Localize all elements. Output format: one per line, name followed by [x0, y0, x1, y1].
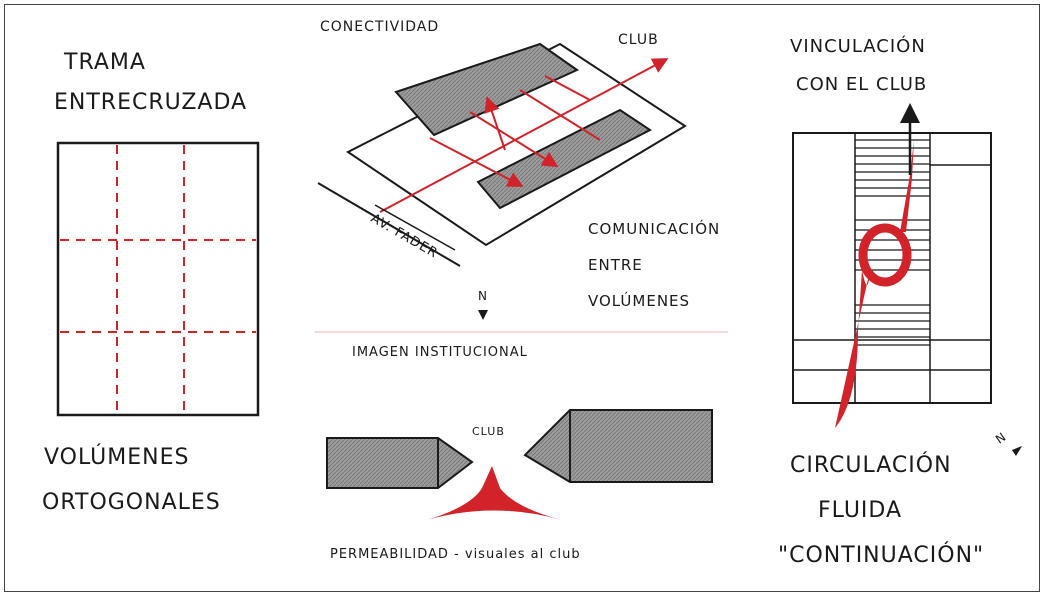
imagen-institucional-title: IMAGEN INSTITUCIONAL	[352, 345, 528, 360]
club-label-top: CLUB	[618, 32, 659, 48]
conectividad-title: CONECTIVIDAD	[320, 19, 440, 35]
vinculacion-title-line2: CON EL CLUB	[796, 74, 928, 95]
connectivity-diagram	[317, 42, 687, 267]
circulation-plan	[792, 103, 992, 428]
volumenes-caption-line1: VOLÚMENES	[44, 445, 190, 470]
vinculacion-title-line1: VINCULACIÓN	[790, 36, 926, 57]
north-label-center: N	[478, 289, 488, 303]
north-arrow-center	[478, 310, 488, 320]
orthogonal-grid	[56, 141, 260, 417]
volume-b	[476, 108, 652, 210]
volumenes-caption-line2: ORTOGONALES	[42, 490, 221, 515]
club-label-bottom: CLUB	[472, 425, 505, 438]
comunicacion-line3: VOLÚMENES	[588, 292, 691, 310]
institutional-image-diagram	[326, 409, 713, 522]
circulacion-caption-line2: FLUIDA	[818, 498, 903, 523]
circulacion-caption-line3: "CONTINUACIÓN"	[778, 543, 985, 568]
comunicacion-line2: ENTRE	[588, 256, 643, 274]
north-arrow-right	[1012, 446, 1022, 456]
comunicacion-line1: COMUNICACIÓN	[588, 220, 721, 238]
figure-frame	[4, 4, 1040, 592]
trama-title-line2: ENTRECRUZADA	[54, 90, 248, 115]
volume-a	[394, 42, 580, 137]
circulacion-caption-line1: CIRCULACIÓN	[790, 453, 952, 478]
permeabilidad-caption: PERMEABILIDAD - visuales al club	[330, 547, 581, 562]
trama-title-line1: TRAMA	[64, 50, 146, 75]
